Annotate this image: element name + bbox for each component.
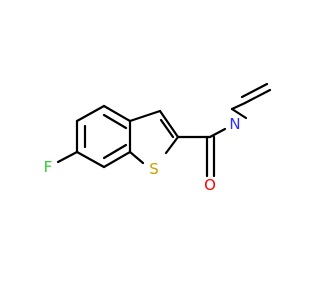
bond-ring-5-inner: [102, 143, 128, 160]
bonds: [56, 82, 272, 178]
bond-c-n: [208, 127, 227, 139]
bond-ring-5: [102, 150, 132, 169]
bond-ring-1: [102, 104, 132, 123]
fluorine-label: F: [44, 158, 53, 176]
structure-diagram: F S N O: [44, 82, 272, 194]
bond-ring-2: [75, 104, 106, 123]
molecule-canvas: F S N O: [44, 82, 272, 194]
bond-n-ch2: [230, 107, 248, 120]
bond-thio-1: [128, 109, 162, 123]
bond-thio-3: [164, 135, 180, 155]
bond-thio-2: [158, 109, 180, 139]
nitrogen-label: N: [229, 115, 240, 133]
bond-c-f: [56, 150, 79, 164]
sulfur-label: S: [149, 160, 159, 178]
oxygen-label: O: [204, 176, 216, 194]
bond-thio-4: [128, 150, 145, 165]
bond-allyl-2: [243, 88, 272, 105]
bond-ring-1-inner: [102, 113, 128, 130]
bond-allyl-2-second: [240, 82, 269, 99]
bond-ring-4: [75, 150, 106, 169]
bond-allyl-1: [230, 101, 247, 111]
atom-labels: F S N O: [44, 115, 241, 194]
bond-thio-2-inner: [159, 118, 175, 139]
